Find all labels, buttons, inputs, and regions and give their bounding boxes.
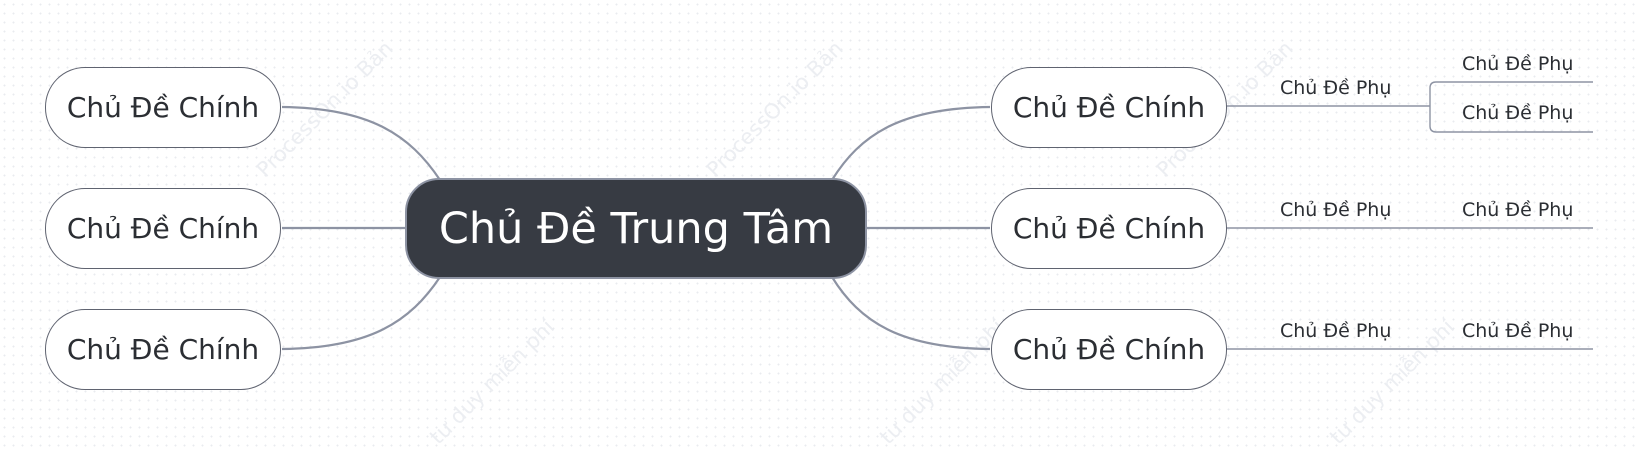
main-topic-left-1[interactable]: Chủ Đề Chính <box>45 67 281 148</box>
subtopic-child-3a[interactable]: Chủ Đề Phụ <box>1462 320 1574 342</box>
main-topic-right-1[interactable]: Chủ Đề Chính <box>991 67 1227 148</box>
subtopic-right-1[interactable]: Chủ Đề Phụ <box>1280 77 1392 99</box>
subtopic-right-3[interactable]: Chủ Đề Phụ <box>1280 320 1392 342</box>
subtopic-child-2a[interactable]: Chủ Đề Phụ <box>1462 199 1574 221</box>
connector-right-top <box>831 105 991 181</box>
subtopic-child-1a[interactable]: Chủ Đề Phụ <box>1462 53 1574 75</box>
connector-left-top <box>281 105 441 181</box>
main-topic-right-3[interactable]: Chủ Đề Chính <box>991 309 1227 390</box>
central-topic[interactable]: Chủ Đề Trung Tâm <box>405 178 867 279</box>
subtopic-bracket-1 <box>1429 81 1593 133</box>
main-topic-left-3[interactable]: Chủ Đề Chính <box>45 309 281 390</box>
connector-left-bottom <box>281 276 441 351</box>
main-topic-right-2[interactable]: Chủ Đề Chính <box>991 188 1227 269</box>
main-topic-left-2[interactable]: Chủ Đề Chính <box>45 188 281 269</box>
subtopic-child-1b[interactable]: Chủ Đề Phụ <box>1462 102 1574 124</box>
connector-right-bottom <box>831 276 991 351</box>
subtopic-right-2[interactable]: Chủ Đề Phụ <box>1280 199 1392 221</box>
